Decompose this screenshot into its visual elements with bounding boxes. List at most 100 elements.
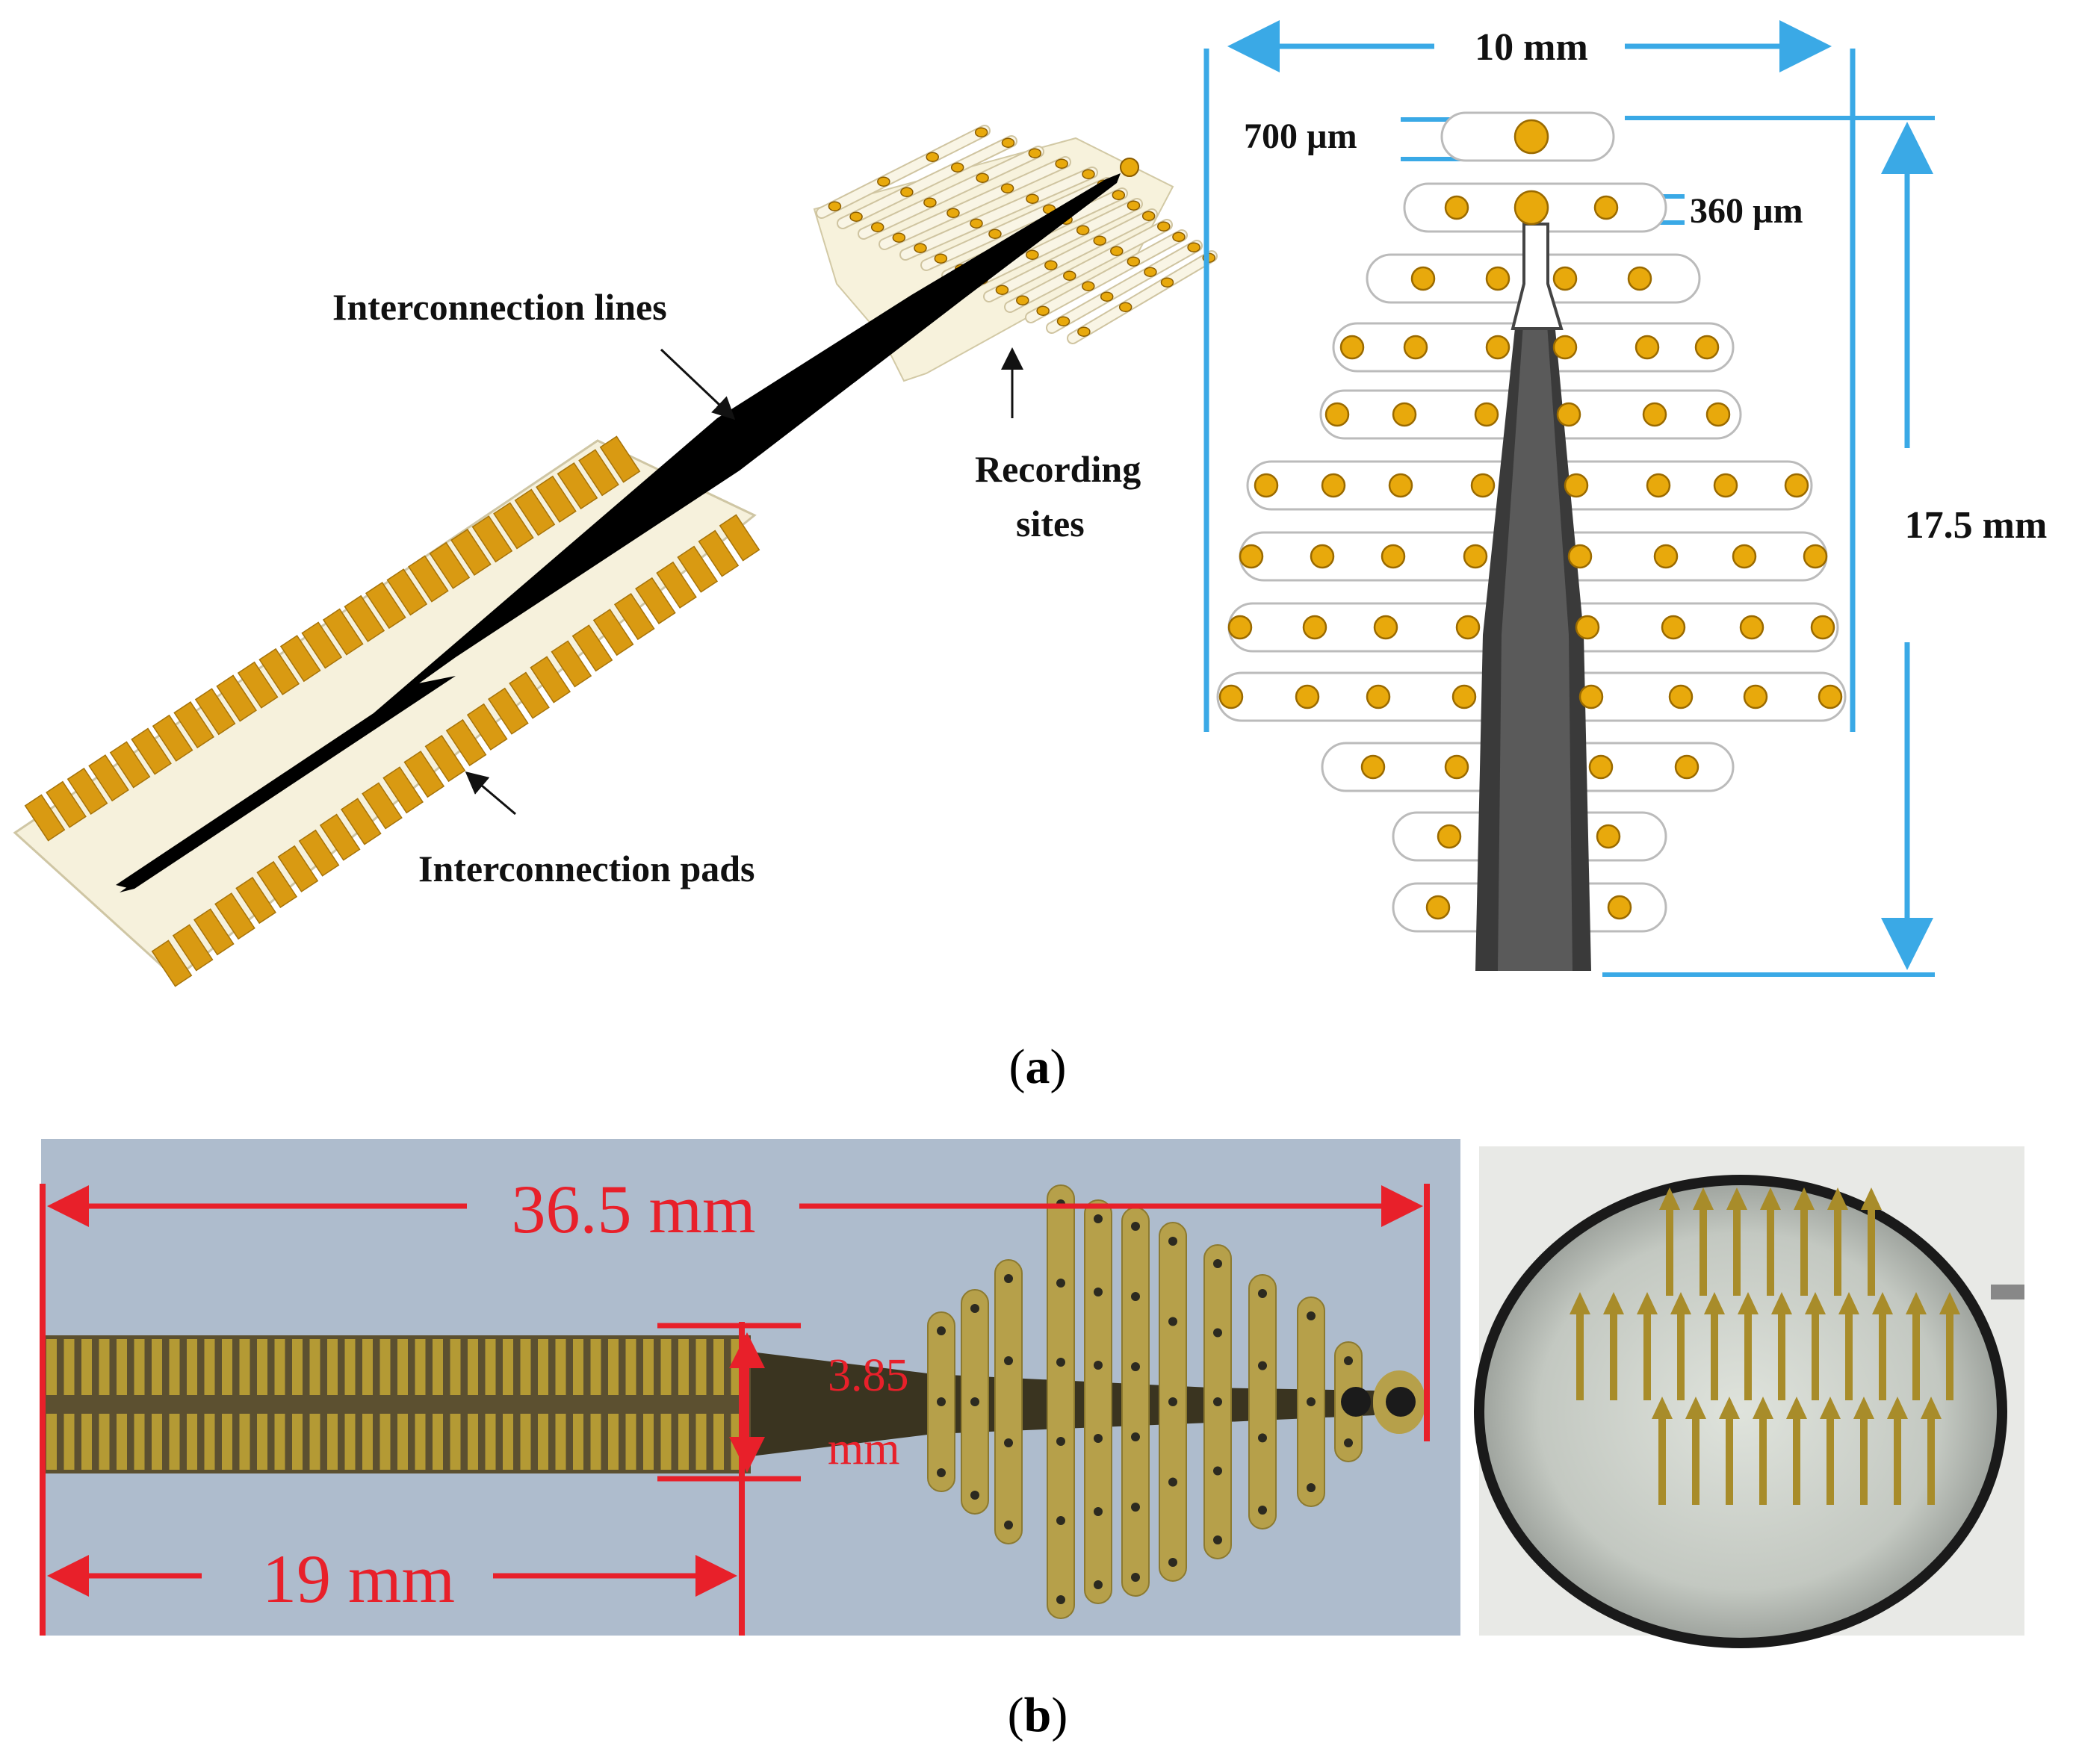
wafer-probe-head: [1786, 1397, 1807, 1419]
photo-connector-pad: [538, 1414, 548, 1470]
wafer-probe-shank: [1643, 1314, 1651, 1400]
interconnection-pad: [445, 718, 487, 767]
central-shank-highlight: [1498, 314, 1573, 971]
recording-site: [849, 211, 863, 222]
photo-head-site: [1094, 1214, 1103, 1223]
wafer-probe-head: [1853, 1397, 1874, 1419]
photo-head-site: [1258, 1433, 1267, 1443]
wafer-probe-shank: [1894, 1419, 1901, 1505]
interconnection-pad: [344, 594, 385, 642]
photo-head-site: [937, 1326, 946, 1335]
wafer-probe-shank: [1845, 1314, 1853, 1400]
photo-head-site: [1344, 1356, 1353, 1365]
photo-head-site: [1094, 1361, 1103, 1370]
photo-head-site: [1213, 1259, 1222, 1268]
top-view-recording-site: [1627, 266, 1652, 291]
recording-site: [1157, 221, 1171, 232]
wafer-probe-head: [1794, 1187, 1815, 1210]
recording-head-strip-fill: [1047, 241, 1201, 332]
top-view-recording-site: [1392, 402, 1417, 427]
panel-a-top-view: 10 mm 17.5 mm 700 µm 360 µm: [1203, 20, 2047, 977]
top-view-recording-site: [1474, 402, 1499, 427]
top-view-recording-site: [1239, 544, 1264, 569]
interconnection-pad: [557, 462, 598, 510]
photo-connector-pad: [468, 1339, 478, 1395]
recording-site: [1028, 148, 1042, 158]
photo-head-site: [1056, 1437, 1065, 1446]
top-view-recording-site: [1705, 402, 1731, 427]
interconnection-pad: [340, 798, 382, 845]
wafer-probe-shank: [1812, 1314, 1819, 1400]
photo-connector-pad: [204, 1414, 215, 1470]
photo-head-site: [1131, 1503, 1140, 1512]
photo-connector-pad: [538, 1339, 548, 1395]
panel-b-probe-photo: 36.5 mm 19 mm 3.85 mm: [40, 1139, 1460, 1636]
top-view-recording-site: [1588, 754, 1614, 780]
wafer-probe-head: [1693, 1187, 1714, 1210]
top-view-recording-site: [1310, 544, 1335, 569]
wafer-probe-head: [1906, 1292, 1927, 1314]
interconnection-pad: [194, 688, 236, 736]
top-view-recording-site: [1661, 615, 1686, 640]
photo-connector-pad: [81, 1414, 92, 1470]
wafer-probe-shank: [1860, 1419, 1868, 1505]
photo-connector-pad: [608, 1339, 619, 1395]
interconnection-pad: [424, 734, 466, 783]
photo-head-fin: [1248, 1274, 1277, 1529]
recording-site: [1172, 232, 1186, 242]
interconnection-pad: [429, 541, 471, 589]
photo-connector-pad: [63, 1414, 75, 1470]
top-view-recording-site: [1513, 190, 1549, 226]
photo-head-site: [1056, 1516, 1065, 1525]
dim-19-label: 19 mm: [262, 1541, 455, 1617]
dim-total-label: 36.5 mm: [511, 1171, 755, 1247]
photo-connector-pads: [46, 1339, 742, 1470]
interconnection-pad: [382, 766, 424, 814]
photo-head-site: [1168, 1477, 1177, 1487]
photo-head-site: [1168, 1397, 1177, 1406]
interconnection-pad: [613, 592, 655, 641]
wafer-probe-head: [1652, 1397, 1673, 1419]
interconnection-pad: [530, 656, 571, 704]
photo-connector-pad: [485, 1414, 496, 1470]
photo-head-site: [1213, 1466, 1222, 1476]
wafer-probe-head: [1921, 1397, 1942, 1419]
wafer-probe-shank: [1666, 1210, 1673, 1296]
panel-b-wafer-photo: [1474, 1146, 2024, 1648]
top-view-recording-site: [1444, 195, 1469, 220]
photo-connector-pad: [327, 1414, 338, 1470]
photo-head-site: [1168, 1558, 1177, 1567]
top-view-recording-site: [1635, 335, 1660, 360]
top-view-recording-site: [1321, 473, 1346, 498]
photo-head-site: [1094, 1288, 1103, 1296]
photo-head-site: [1094, 1580, 1103, 1589]
wafer-probe-shank: [1733, 1210, 1741, 1296]
photo-connector-pad: [204, 1339, 215, 1395]
photo-connector-pad: [695, 1339, 707, 1395]
top-view-recording-site: [1485, 335, 1510, 360]
photo-head-site: [937, 1468, 946, 1477]
interconnection-pad: [571, 624, 613, 672]
recording-site-tip: [1120, 158, 1139, 177]
photo-head-site: [1344, 1438, 1353, 1447]
dim-width-label: 10 mm: [1475, 26, 1588, 69]
photo-connector-pad: [152, 1414, 162, 1470]
wafer-probe-shank: [1868, 1210, 1875, 1296]
recording-site: [1187, 242, 1200, 252]
top-view-recording-site: [1339, 335, 1365, 360]
recording-site: [1063, 270, 1076, 281]
photo-head-site: [1213, 1535, 1222, 1544]
wafer-probe-shank: [1576, 1314, 1584, 1400]
photo-connector-pad: [187, 1414, 197, 1470]
photo-connector-pad: [187, 1339, 197, 1395]
top-view-recording-site: [1556, 402, 1581, 427]
wafer-probe-shank: [1610, 1314, 1617, 1400]
interconnection-pad: [258, 647, 300, 696]
recording-site: [1160, 277, 1174, 288]
interconnection-pad: [214, 892, 255, 940]
wafer-probe-head: [1603, 1292, 1624, 1314]
interconnection-pad: [131, 727, 172, 775]
wafer-probe-head: [1861, 1187, 1882, 1210]
photo-connector-pad: [46, 1339, 57, 1395]
recording-site: [1110, 246, 1124, 256]
